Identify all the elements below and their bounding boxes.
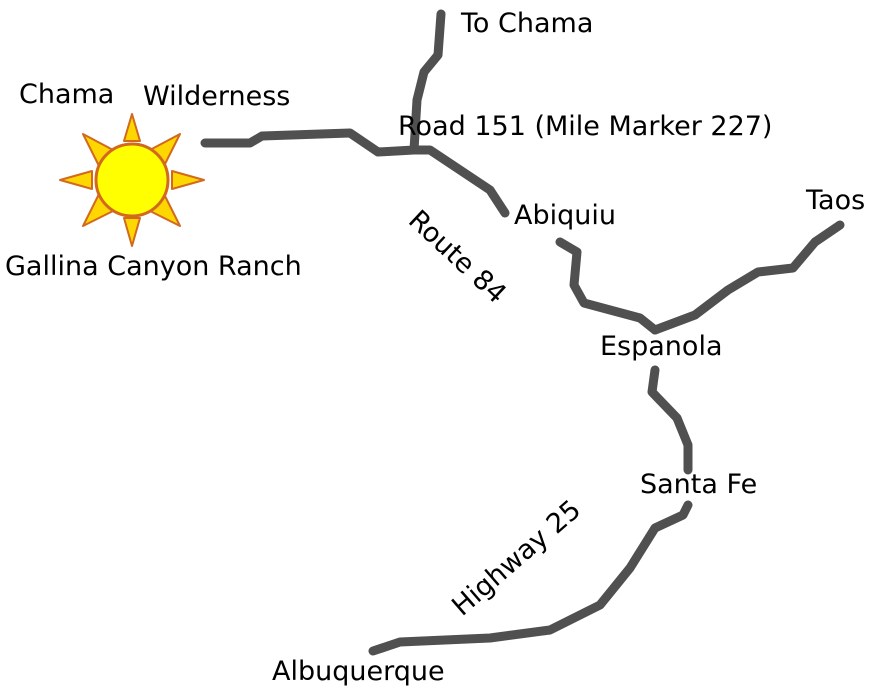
- sun-ray: [59, 170, 93, 190]
- road-espanola-to-santa-fe: [647, 365, 693, 475]
- label-chama: Chama: [19, 79, 114, 110]
- label-espanola: Espanola: [600, 331, 723, 362]
- sun-icon: [59, 113, 205, 247]
- roads: [200, 9, 845, 656]
- label-wilderness: Wilderness: [143, 81, 290, 112]
- road-151: [200, 128, 510, 218]
- highway-25: [368, 500, 693, 656]
- sun-disc: [94, 142, 170, 218]
- road-to-taos: [650, 220, 845, 335]
- sun-ray: [123, 113, 141, 142]
- route-84: [555, 237, 660, 335]
- label-albuquerque: Albuquerque: [272, 656, 445, 687]
- sun-ray: [123, 217, 141, 247]
- label-ranch: Gallina Canyon Ranch: [5, 251, 302, 282]
- label-taos: Taos: [805, 185, 865, 216]
- label-road-151: Road 151 (Mile Marker 227): [398, 111, 772, 142]
- label-santa-fe: Santa Fe: [640, 469, 757, 500]
- label-abiquiu: Abiquiu: [514, 200, 616, 231]
- sun-ray: [171, 170, 205, 190]
- label-to-chama: To Chama: [460, 8, 593, 39]
- road-to-chama: [409, 9, 446, 155]
